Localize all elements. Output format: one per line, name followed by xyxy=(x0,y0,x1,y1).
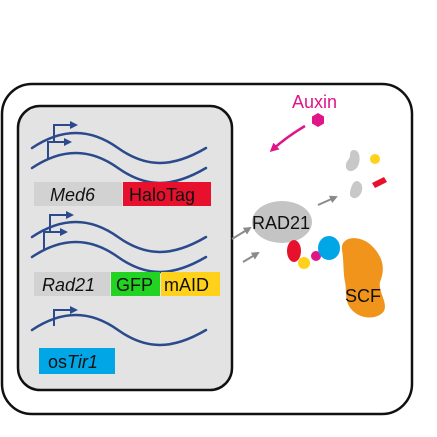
promoter-arrow-icon xyxy=(53,121,78,143)
gene-box-med6 xyxy=(34,182,122,206)
gene-label-med6: Med6 xyxy=(50,185,96,205)
construct-ostir1: osTir1 xyxy=(30,306,208,374)
promoter-arrow-icon xyxy=(49,211,74,233)
construct-med6-halotag: Med6 HaloTag xyxy=(30,121,211,206)
auxin-molecule-icon xyxy=(312,113,324,127)
dna-strand xyxy=(30,151,208,185)
gene-label-ostir1-suffix: Tir1 xyxy=(67,352,98,372)
rad21-protein xyxy=(252,201,312,243)
tag-label-halotag: HaloTag xyxy=(129,185,195,205)
dna-strand xyxy=(30,313,208,347)
dna-strand xyxy=(30,240,208,274)
gene-box-ostir1 xyxy=(39,348,115,374)
complex-magenta xyxy=(311,251,321,261)
tag-label-gfp: GFP xyxy=(116,275,153,295)
tag-label-maid: mAID xyxy=(164,275,209,295)
auxin-arrow-icon xyxy=(269,124,306,153)
scf-label: SCF xyxy=(345,286,381,306)
export-arrow-icon xyxy=(231,226,252,240)
gene-label-ostir1: osTir1 xyxy=(48,352,98,372)
gene-label-ostir1-prefix: os xyxy=(48,352,67,372)
tag-box-gfp xyxy=(111,272,160,296)
rad21-protein-label: RAD21 xyxy=(252,213,310,233)
dna-strand xyxy=(30,131,208,165)
gene-box-rad21 xyxy=(34,272,110,296)
export-arrow-icon xyxy=(242,251,260,263)
nucleus xyxy=(16,104,234,392)
auxin-label: Auxin xyxy=(292,92,337,112)
promoter-arrow-icon xyxy=(47,138,72,160)
degraded-fragment xyxy=(349,181,363,199)
degraded-fragment xyxy=(345,150,360,172)
gene-label-rad21: Rad21 xyxy=(42,275,95,295)
degraded-fragment xyxy=(372,177,387,188)
complex-red xyxy=(287,240,301,262)
dna-strand xyxy=(30,220,208,254)
promoter-arrow-icon xyxy=(43,228,68,250)
complex-blue xyxy=(318,236,340,260)
scf-complex xyxy=(341,238,385,318)
degradation-arrow-icon xyxy=(317,195,338,206)
promoter-arrow-icon xyxy=(53,306,78,326)
degraded-fragment xyxy=(370,154,380,164)
construct-rad21-gfp-maid: Rad21 GFP mAID xyxy=(30,211,220,296)
tag-box-maid xyxy=(161,272,220,296)
complex-yellow xyxy=(298,257,310,269)
tag-box-halotag xyxy=(123,182,211,206)
